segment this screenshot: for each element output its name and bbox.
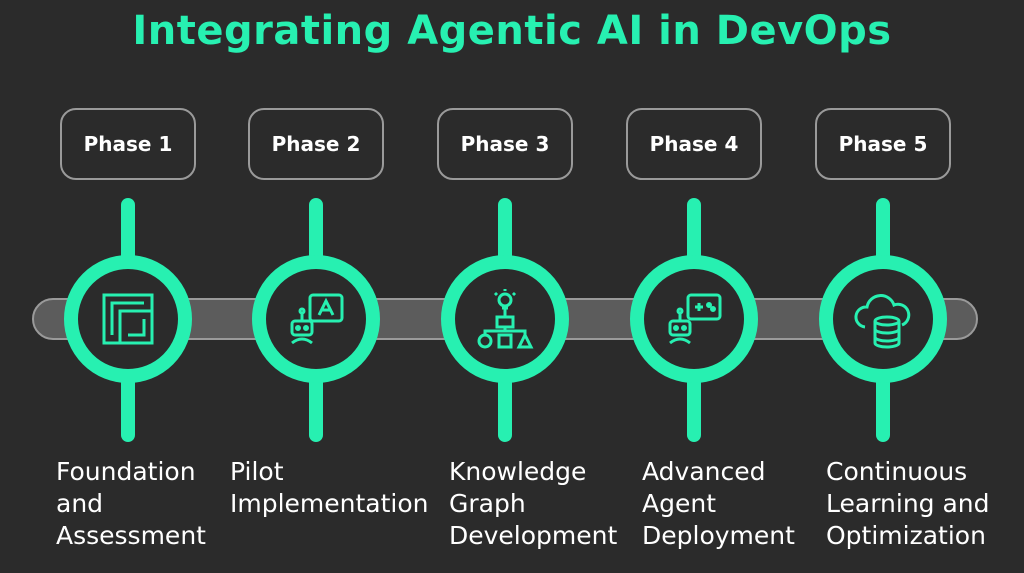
phase-1-stem-bottom <box>121 370 135 442</box>
cloud-database-icon <box>854 294 911 349</box>
phase-1-stem-top <box>121 198 135 270</box>
phase-3: Phase 3 Knowledge Graph Development <box>415 0 617 573</box>
phase-5: Phase 5 Continuous Learning and Optimiza… <box>793 0 990 573</box>
knowledge-graph-icon <box>477 289 534 349</box>
phase-1: Phase 1 Foundation and Assessment <box>38 0 218 573</box>
phase-3-stem-top <box>498 198 512 270</box>
phase-3-pill: Phase 3 <box>437 108 573 180</box>
phase-4-pill: Phase 4 <box>626 108 762 180</box>
phase-4-stem-bottom <box>687 370 701 442</box>
phase-4-ring <box>630 255 758 383</box>
phase-2-ring <box>252 255 380 383</box>
phase-5-pill: Phase 5 <box>815 108 951 180</box>
robot-gamepad-icon <box>668 293 722 345</box>
phase-5-stem-bottom <box>876 370 890 442</box>
phase-4-description: Advanced Agent Deployment <box>642 457 795 550</box>
phase-1-ring <box>64 255 192 383</box>
phase-4-stem-top <box>687 198 701 270</box>
phase-5-stem-top <box>876 198 890 270</box>
page-title: Integrating Agentic AI in DevOps <box>132 8 892 54</box>
phase-3-stem-bottom <box>498 370 512 442</box>
robot-screen-icon <box>290 293 344 345</box>
phase-3-description: Knowledge Graph Development <box>449 457 618 550</box>
phase-1-description: Foundation and Assessment <box>56 457 206 550</box>
phase-2-pill: Phase 2 <box>248 108 384 180</box>
phase-1-pill: Phase 1 <box>60 108 196 180</box>
phase-2-description: Pilot Implementation <box>230 457 429 518</box>
phase-4: Phase 4 Advanced Agent Deployment <box>604 0 795 573</box>
phase-5-ring <box>819 255 947 383</box>
frame-icon <box>102 293 154 345</box>
phase-2-stem-bottom <box>309 370 323 442</box>
phase-5-description: Continuous Learning and Optimization <box>826 457 990 550</box>
phase-2: Phase 2 Pilot Implementation <box>226 0 429 573</box>
phase-3-ring <box>441 255 569 383</box>
phase-2-stem-top <box>309 198 323 270</box>
